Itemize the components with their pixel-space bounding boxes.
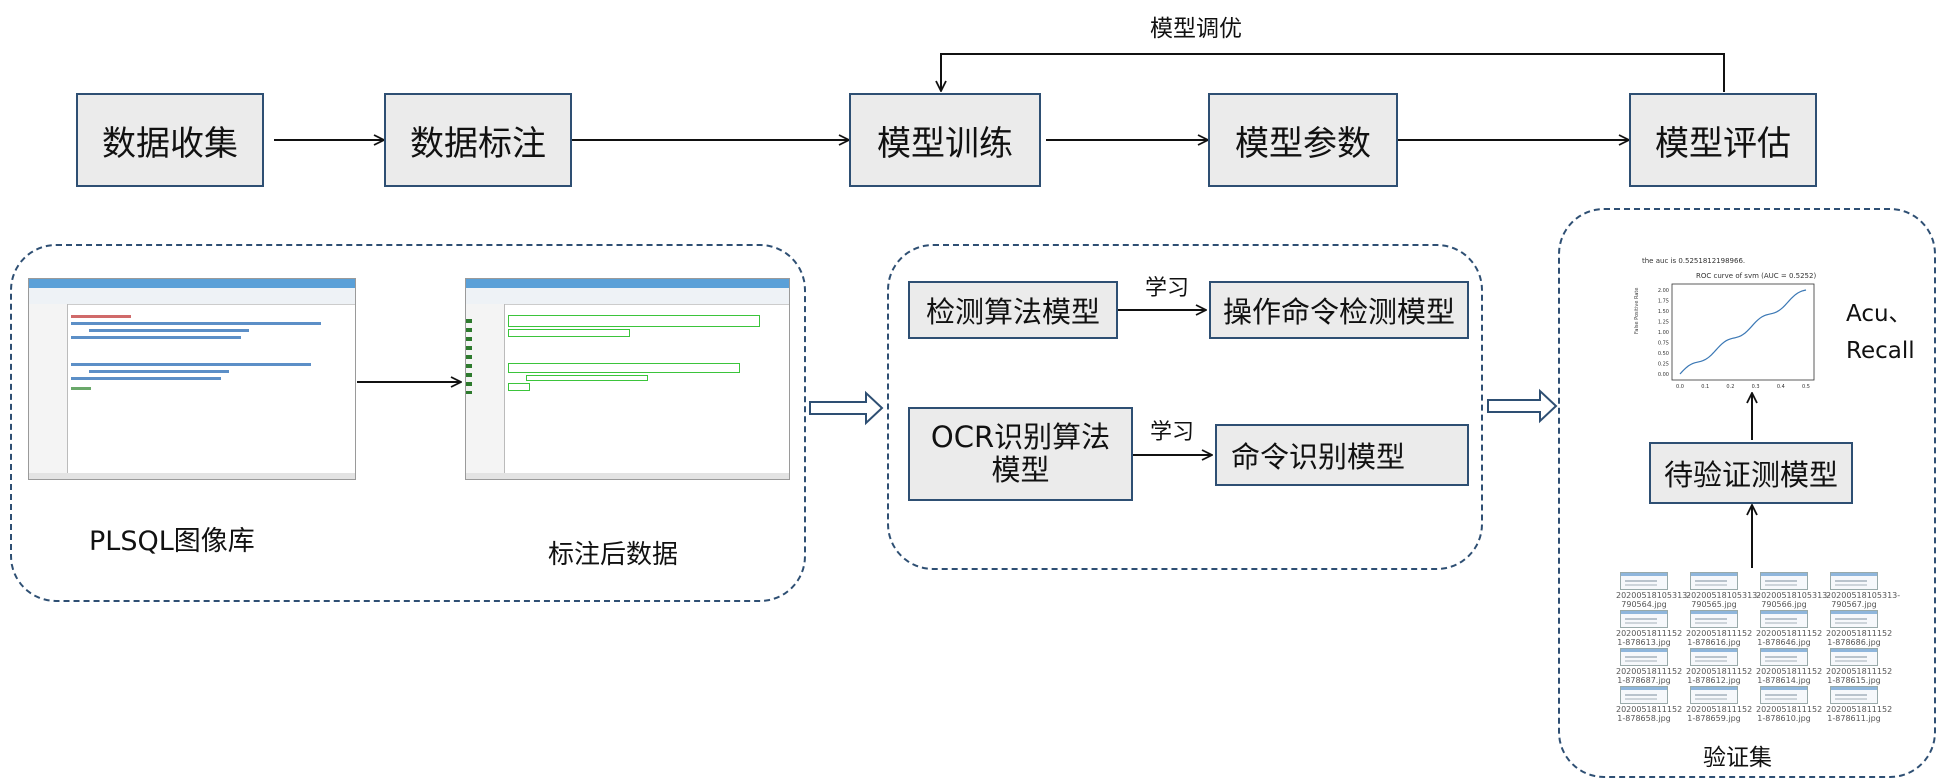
validation-thumbnail-caption: 2020051811152 1-878686.jpg [1826, 629, 1893, 647]
validation-thumbnail-caption: 2020051811152 1-878658.jpg [1616, 705, 1683, 723]
roc-ytick: 1.50 [1658, 309, 1669, 315]
validation-thumbnail [1830, 610, 1878, 628]
data-panel [10, 244, 806, 602]
roc-ytick: 1.00 [1658, 330, 1669, 336]
annotated-data-caption: 标注后数据 [548, 540, 679, 570]
block-arrow-1 [809, 390, 884, 426]
validation-thumbnail [1620, 610, 1668, 628]
validation-thumbnail-caption: 2020051811152 1-878613.jpg [1616, 629, 1683, 647]
roc-xtick: 0.5 [1802, 384, 1810, 390]
step-model-parameters: 模型参数 [1208, 93, 1398, 187]
validation-thumbnail-caption: 2020051811152 1-878610.jpg [1756, 705, 1823, 723]
command-detection-model: 操作命令检测模型 [1209, 281, 1469, 339]
validation-thumbnail [1830, 572, 1878, 590]
validation-thumbnail-caption: 2020051811152 1-878612.jpg [1686, 667, 1753, 685]
step-data-collection: 数据收集 [76, 93, 264, 187]
validation-thumbnail [1830, 648, 1878, 666]
learn-label-2: 学习 [1150, 420, 1195, 445]
roc-ytick: 2.00 [1658, 288, 1669, 294]
validation-thumbnail [1830, 686, 1878, 704]
feedback-label: 模型调优 [1150, 16, 1242, 42]
validation-thumbnail-caption: 2020051811152 1-878659.jpg [1686, 705, 1753, 723]
validation-thumbnail-caption: 2020051811152 1-878646.jpg [1756, 629, 1823, 647]
models-panel [887, 244, 1483, 570]
validation-thumbnail [1690, 648, 1738, 666]
validation-thumbnail-caption: 2020051811152 1-878687.jpg [1616, 667, 1683, 685]
roc-ytick: 0.50 [1658, 351, 1669, 357]
validation-thumbnail [1690, 686, 1738, 704]
validation-thumbnail-caption: 2020051811152 1-878614.jpg [1756, 667, 1823, 685]
command-recognition-model: 命令识别模型 [1215, 424, 1469, 486]
plsql-library-caption: PLSQL图像库 [89, 526, 255, 557]
roc-ylabel: False Positive Rate [1634, 287, 1640, 334]
validation-thumbnail-caption: 2020051811152 1-878611.jpg [1826, 705, 1893, 723]
feedback-loop-arrow [941, 53, 1725, 92]
evaluation-panel [1558, 208, 1936, 778]
validation-thumbnail-caption: 20200518105313-790567.jpg [1826, 591, 1901, 609]
auc-result-text: the auc is 0.5251812198966. [1642, 257, 1746, 265]
validation-thumbnail [1760, 572, 1808, 590]
detection-algorithm-model: 检测算法模型 [908, 281, 1118, 339]
validation-thumbnail-caption: 20200518105313-790564.jpg [1616, 591, 1691, 609]
learn-label-1: 学习 [1145, 276, 1190, 301]
validation-thumbnail-caption: 2020051811152 1-878616.jpg [1686, 629, 1753, 647]
validation-thumbnail [1620, 572, 1668, 590]
roc-ytick: 0.25 [1658, 362, 1669, 368]
plsql-screenshot-annotated [465, 278, 790, 480]
validation-thumbnail-caption: 20200518105313-790565.jpg [1686, 591, 1761, 609]
block-arrow-2 [1487, 388, 1558, 424]
roc-ytick: 0.00 [1658, 372, 1669, 378]
validation-thumbnail [1690, 610, 1738, 628]
validation-thumbnail [1690, 572, 1738, 590]
roc-xtick: 0.1 [1701, 384, 1709, 390]
validation-thumbnail [1760, 648, 1808, 666]
step-data-annotation: 数据标注 [384, 93, 572, 187]
roc-ytick: 0.75 [1658, 341, 1669, 347]
validation-set-caption: 验证集 [1703, 745, 1772, 771]
roc-ytick: 1.25 [1658, 320, 1669, 326]
step-model-training: 模型训练 [849, 93, 1041, 187]
roc-xtick: 0.0 [1676, 384, 1684, 390]
roc-ytick: 1.75 [1658, 299, 1669, 305]
validation-thumbnail [1620, 686, 1668, 704]
validation-thumbnail [1760, 686, 1808, 704]
roc-xtick: 0.3 [1752, 384, 1760, 390]
roc-chart: 2.00 1.75 1.50 1.25 1.00 0.75 0.50 0.25 0.00 0.0… [1634, 280, 1820, 396]
roc-title: ROC curve of svm (AUC = 0.5252) [1696, 272, 1817, 280]
roc-xtick: 0.4 [1777, 384, 1785, 390]
validation-thumbnail [1760, 610, 1808, 628]
metrics-recall: Recall [1846, 338, 1915, 364]
metrics-acu: Acu、 [1846, 301, 1912, 327]
plsql-screenshot-original [28, 278, 356, 480]
validation-thumbnail-caption: 2020051811152 1-878615.jpg [1826, 667, 1893, 685]
validation-thumbnail-caption: 20200518105313-790566.jpg [1756, 591, 1831, 609]
model-under-validation: 待验证测模型 [1649, 442, 1853, 504]
roc-xtick: 0.2 [1726, 384, 1734, 390]
step-model-evaluation: 模型评估 [1629, 93, 1817, 187]
validation-thumbnail [1620, 648, 1668, 666]
ocr-algorithm-model: OCR识别算法模型 [908, 407, 1133, 501]
